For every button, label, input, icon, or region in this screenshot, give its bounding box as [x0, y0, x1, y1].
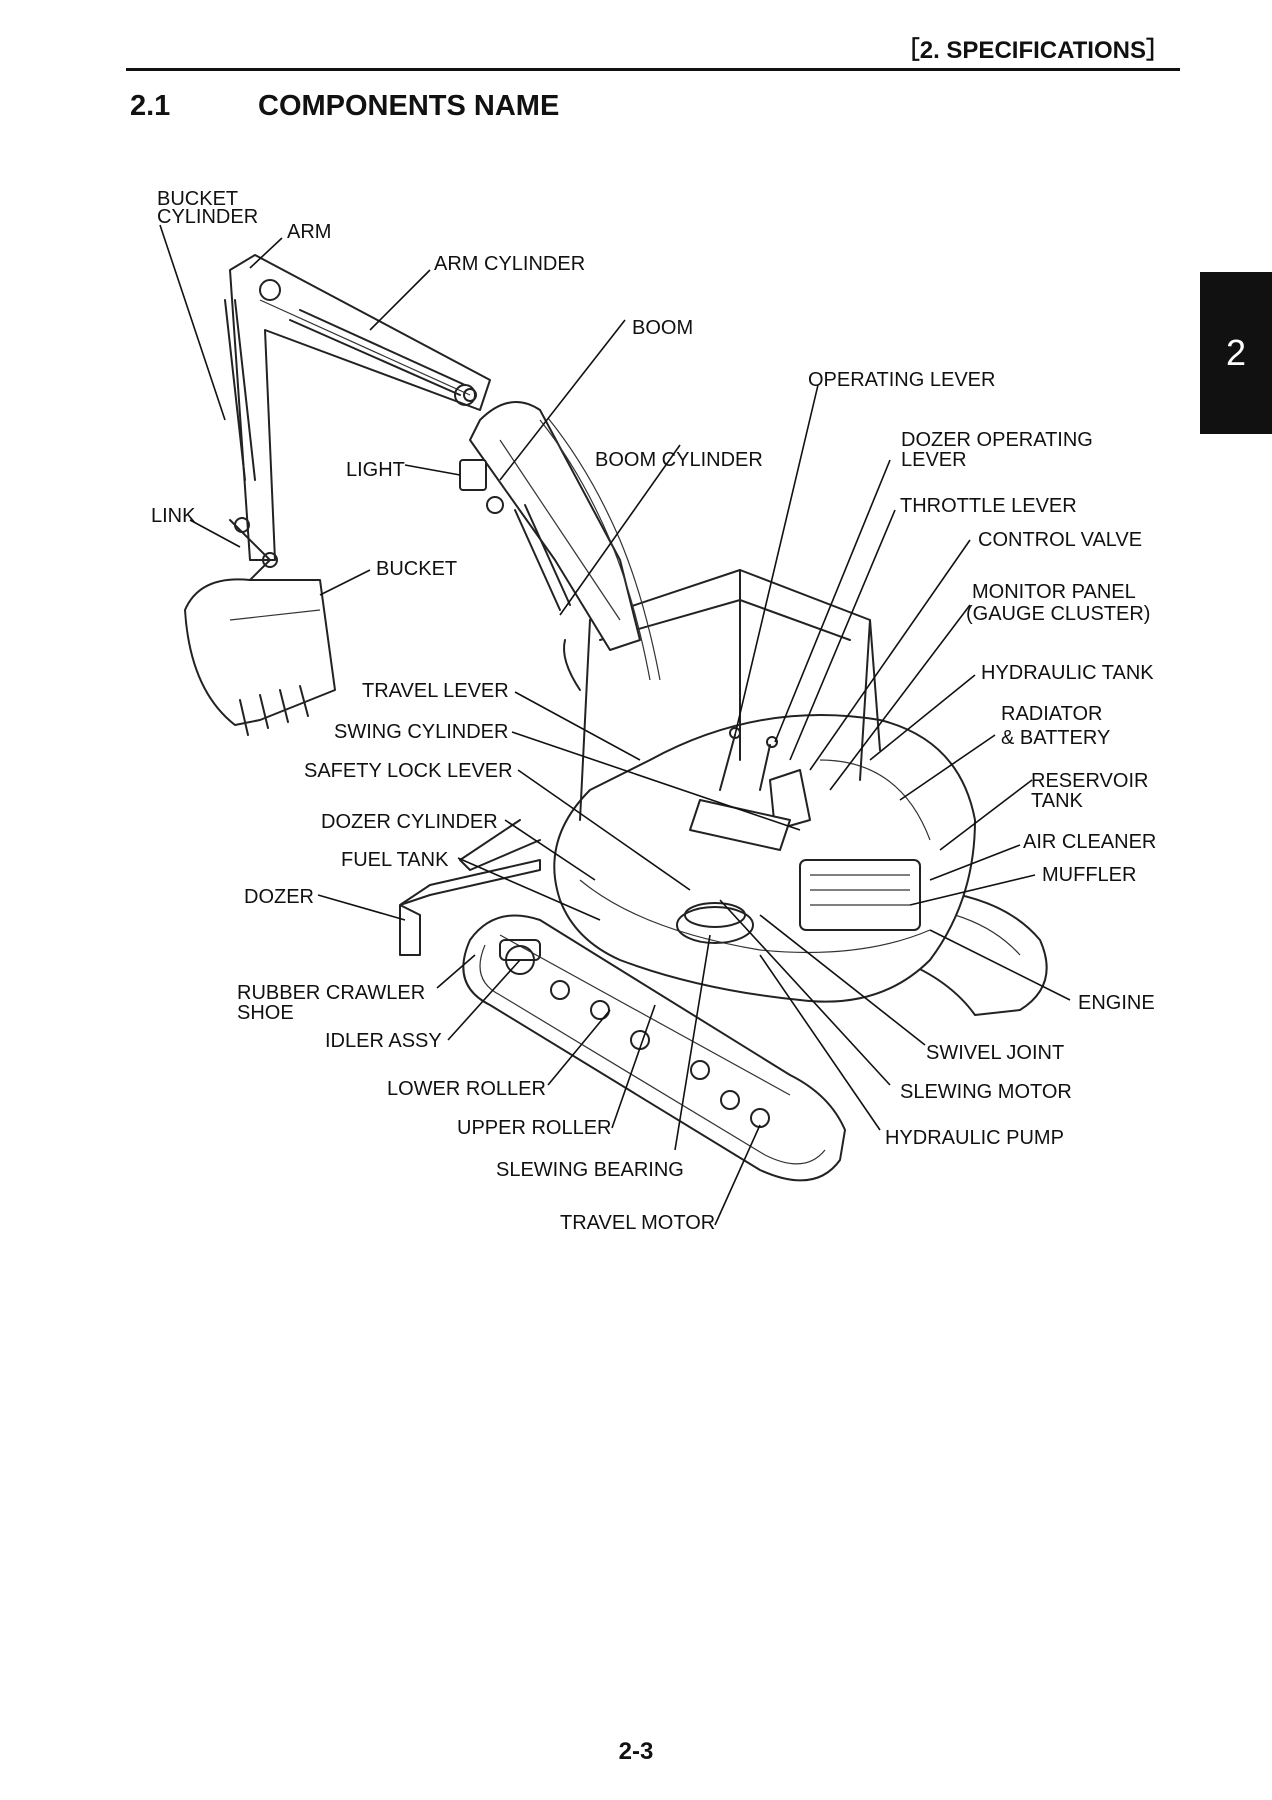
label-hydraulic-pump: HYDRAULIC PUMP [885, 1127, 1064, 1149]
label-hydraulic-tank: HYDRAULIC TANK [981, 662, 1154, 684]
label-reservoir-tank: RESERVOIR [1031, 770, 1148, 792]
label-rubber-crawler-shoe: RUBBER CRAWLER [237, 982, 425, 1004]
label-rubber-crawler-shoe-2: SHOE [237, 1002, 294, 1024]
label-bucket: BUCKET [376, 558, 457, 580]
label-lower-roller: LOWER ROLLER [387, 1078, 546, 1100]
label-link: LINK [151, 505, 196, 527]
label-bucket-cylinder-2: CYLINDER [157, 206, 258, 228]
page-number: 2-3 [618, 1738, 654, 1765]
section-title-text: COMPONENTS NAME [258, 90, 560, 122]
section-title: 2.1 COMPONENTS NAME [130, 90, 559, 123]
header-section-name: ［2. SPECIFICATIONS］ [895, 37, 1170, 64]
label-operating-lever: OPERATING LEVER [808, 369, 995, 391]
label-travel-lever: TRAVEL LEVER [362, 680, 509, 702]
label-slewing-motor: SLEWING MOTOR [900, 1081, 1072, 1103]
label-arm-cylinder: ARM CYLINDER [434, 253, 585, 275]
chapter-tab: 2 [1200, 272, 1272, 434]
label-radiator-battery-2: & BATTERY [1001, 727, 1110, 749]
label-muffler: MUFFLER [1042, 864, 1136, 886]
chapter-tab-number: 2 [1225, 332, 1247, 373]
label-safety-lock-lever: SAFETY LOCK LEVER [304, 760, 513, 782]
label-travel-motor: TRAVEL MOTOR [560, 1212, 715, 1234]
label-upper-roller: UPPER ROLLER [457, 1117, 612, 1139]
section-number: 2.1 [130, 90, 171, 122]
label-control-valve: CONTROL VALVE [978, 529, 1142, 551]
label-swing-cylinder: SWING CYLINDER [334, 721, 508, 743]
label-dozer-cylinder: DOZER CYLINDER [321, 811, 498, 833]
label-boom: BOOM [632, 317, 693, 339]
page-header: ［2. SPECIFICATIONS］ [126, 28, 1180, 71]
excavator-drawing [184, 254, 1048, 1182]
leader-lines [159, 224, 1071, 1226]
label-fuel-tank: FUEL TANK [341, 849, 449, 871]
label-monitor-panel: MONITOR PANEL [972, 581, 1136, 603]
label-radiator-battery: RADIATOR [1001, 703, 1103, 725]
label-air-cleaner: AIR CLEANER [1023, 831, 1156, 853]
label-dozer-operating-lever: DOZER OPERATING [901, 429, 1093, 451]
label-reservoir-tank-2: TANK [1031, 790, 1084, 812]
label-dozer-operating-lever-2: LEVER [901, 449, 967, 471]
label-dozer: DOZER [244, 886, 314, 908]
label-slewing-bearing: SLEWING BEARING [496, 1159, 684, 1181]
label-monitor-panel-2: (GAUGE CLUSTER) [966, 603, 1150, 625]
label-idler-assy: IDLER ASSY [325, 1030, 442, 1052]
label-bucket-cylinder: BUCKET [157, 188, 238, 210]
label-engine: ENGINE [1078, 992, 1155, 1014]
label-arm: ARM [287, 221, 331, 243]
label-throttle-lever: THROTTLE LEVER [900, 495, 1077, 517]
component-labels: BUCKET CYLINDER ARM ARM CYLINDER BOOM OP… [151, 188, 1156, 1234]
label-boom-cylinder: BOOM CYLINDER [595, 449, 763, 471]
label-light: LIGHT [346, 459, 405, 481]
label-swivel-joint: SWIVEL JOINT [926, 1042, 1064, 1064]
